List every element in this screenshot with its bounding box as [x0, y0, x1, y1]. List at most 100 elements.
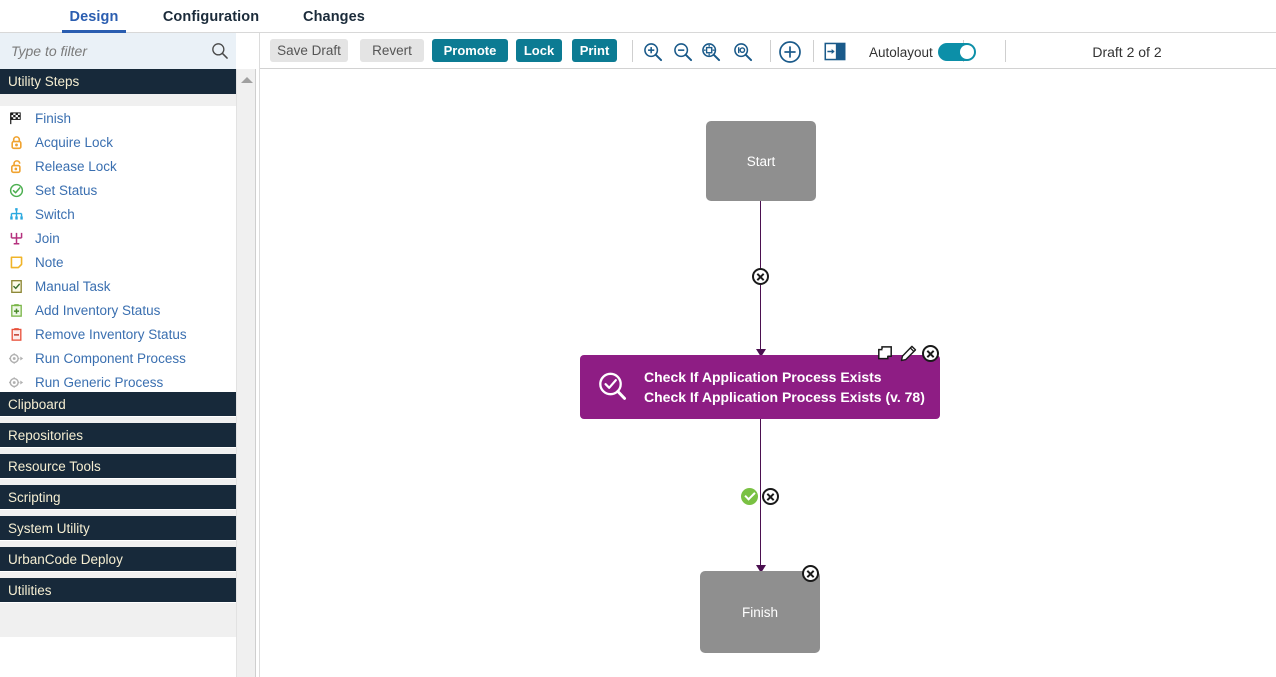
- node-finish-label: Finish: [741, 604, 778, 620]
- palette-step-finish[interactable]: Finish: [0, 106, 236, 130]
- node-subtitle: Check If Application Process Exists (v. …: [644, 389, 925, 405]
- canvas-node-start[interactable]: Start: [706, 121, 816, 201]
- palette-step-label: Set Status: [35, 182, 98, 198]
- node-start-label: Start: [746, 153, 776, 169]
- palette-group-label: Repositories: [8, 427, 84, 443]
- palette-step-set-status[interactable]: Set Status: [0, 178, 236, 202]
- lock-button[interactable]: Lock: [516, 39, 562, 62]
- collapse-icon-container: [236, 33, 256, 69]
- tab-changes-label: Changes: [303, 8, 365, 25]
- search-icon[interactable]: [210, 41, 230, 61]
- canvas-node-check-if-application-process-exists[interactable]: Check If Application Process Exists Chec…: [580, 355, 940, 419]
- autolayout-toggle[interactable]: [938, 43, 976, 61]
- palette-step-label: Run Component Process: [35, 350, 186, 366]
- palette-step-release-lock[interactable]: Release Lock: [0, 154, 236, 178]
- promote-button[interactable]: Promote: [432, 39, 508, 62]
- palette-step-switch[interactable]: Switch: [0, 202, 236, 226]
- palette-step-label: Run Generic Process: [35, 374, 164, 390]
- edge-success-check-icon[interactable]: [741, 488, 758, 505]
- print-label: Print: [579, 43, 610, 58]
- check-circle-icon: [8, 182, 24, 198]
- main-tab-bar: Design Configuration Changes: [0, 0, 1276, 33]
- draft-status-label: Draft 2 of 2: [1092, 44, 1162, 60]
- palette-group-resource-tools[interactable]: Resource Tools: [0, 454, 236, 479]
- palette-step-label: Switch: [35, 206, 75, 222]
- palette-step-manual-task[interactable]: Manual Task: [0, 274, 236, 298]
- edge-delete-x-icon[interactable]: [762, 488, 779, 505]
- edge-delete-x-icon[interactable]: [752, 268, 769, 285]
- palette-group-utilities[interactable]: Utilities: [0, 578, 236, 603]
- node-delete-x-icon[interactable]: [802, 565, 819, 582]
- palette-step-label: Finish: [35, 110, 72, 126]
- node-title: Check If Application Process Exists: [644, 369, 882, 385]
- edit-pencil-icon[interactable]: [900, 345, 917, 362]
- palette-group-scripting[interactable]: Scripting: [0, 485, 236, 510]
- palette-step-label: Remove Inventory Status: [35, 326, 187, 342]
- lock-label: Lock: [523, 43, 555, 58]
- node-text-block: Check If Application Process Exists Chec…: [644, 367, 925, 407]
- checkered-flag-icon: [8, 110, 24, 126]
- palette-group-system-utility[interactable]: System Utility: [0, 516, 236, 541]
- promote-label: Promote: [443, 43, 497, 58]
- canvas-node-finish[interactable]: Finish: [700, 571, 820, 653]
- tab-changes[interactable]: Changes: [294, 0, 374, 33]
- palette-step-label: Note: [35, 254, 64, 270]
- palette-scrollbar[interactable]: [236, 69, 255, 677]
- tab-configuration-label: Configuration: [162, 8, 260, 25]
- save-draft-button[interactable]: Save Draft: [270, 39, 348, 62]
- scroll-up-arrow-icon[interactable]: [241, 77, 253, 83]
- panel-divider: [259, 33, 260, 677]
- revert-button[interactable]: Revert: [360, 39, 424, 62]
- palette-step-run-component-process[interactable]: Run Component Process: [0, 346, 236, 370]
- tab-design[interactable]: Design: [58, 0, 130, 33]
- add-inventory-icon: [8, 302, 24, 318]
- step-palette-panel: Utility Steps Finish: [0, 33, 256, 677]
- tab-configuration[interactable]: Configuration: [155, 0, 267, 33]
- palette-group-repositories[interactable]: Repositories: [0, 423, 236, 448]
- palette-group-utility-steps[interactable]: Utility Steps: [0, 69, 236, 94]
- node-delete-x-icon[interactable]: [922, 345, 939, 362]
- gear-run-icon: [8, 374, 24, 390]
- palette-step-label: Acquire Lock: [35, 134, 114, 150]
- autolayout-label: Autolayout: [869, 45, 933, 60]
- palette-step-label: Join: [35, 230, 60, 246]
- copy-icon[interactable]: [878, 346, 894, 362]
- remove-inventory-icon: [8, 326, 24, 342]
- zoom-actual-size-icon[interactable]: [732, 41, 754, 63]
- zoom-fit-icon[interactable]: [700, 41, 722, 63]
- toggle-knob: [960, 45, 974, 59]
- palette-step-list: Finish Acquire Lock: [0, 106, 236, 394]
- palette-filter-bar: [0, 33, 236, 69]
- process-canvas[interactable]: Start Check If Application Process Exist…: [260, 69, 1276, 677]
- zoom-out-icon[interactable]: [672, 41, 694, 63]
- palette-group-clipboard[interactable]: Clipboard: [0, 392, 236, 417]
- switch-branch-icon: [8, 206, 24, 222]
- edge-process-to-finish[interactable]: [760, 419, 761, 573]
- show-properties-panel-icon[interactable]: [824, 42, 846, 61]
- toolbar-separator: [770, 40, 771, 62]
- join-icon: [8, 230, 24, 246]
- zoom-in-icon[interactable]: [642, 41, 664, 63]
- palette-bottom-filler: [0, 637, 236, 677]
- palette-step-add-inventory-status[interactable]: Add Inventory Status: [0, 298, 236, 322]
- palette-group-label: Utilities: [8, 582, 52, 598]
- palette-step-remove-inventory-status[interactable]: Remove Inventory Status: [0, 322, 236, 346]
- print-button[interactable]: Print: [572, 39, 617, 62]
- lock-open-icon: [8, 158, 24, 174]
- manual-task-icon: [8, 278, 24, 294]
- palette-step-acquire-lock[interactable]: Acquire Lock: [0, 130, 236, 154]
- palette-step-run-generic-process[interactable]: Run Generic Process: [0, 370, 236, 394]
- palette-step-note[interactable]: Note: [0, 250, 236, 274]
- palette-group-label: Resource Tools: [8, 458, 101, 474]
- lock-closed-icon: [8, 134, 24, 150]
- search-check-icon: [599, 372, 626, 400]
- palette-group-urbancode-deploy[interactable]: UrbanCode Deploy: [0, 547, 236, 572]
- toolbar-separator: [632, 40, 633, 62]
- palette-step-label: Manual Task: [35, 278, 111, 294]
- add-circle-icon[interactable]: [778, 40, 802, 64]
- note-icon: [8, 254, 24, 270]
- toolbar-separator: [813, 40, 814, 62]
- search-input[interactable]: [9, 39, 199, 63]
- palette-step-join[interactable]: Join: [0, 226, 236, 250]
